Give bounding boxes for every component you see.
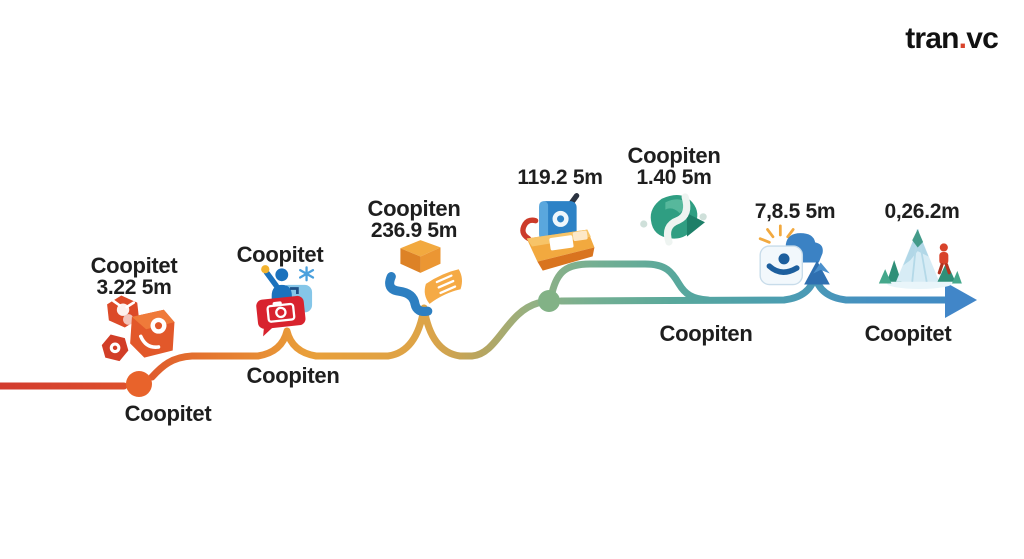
timeline-arrowhead: [945, 282, 977, 318]
ice-mountain-icon: [878, 229, 962, 289]
milestone-5-below-label: Coopiten: [659, 321, 753, 346]
milestone-4-text: 119.2 5m: [517, 167, 602, 189]
timeline-start-dot: [126, 371, 152, 397]
milestone-1-below-label: Coopitet: [124, 401, 212, 426]
milestone-5-title: Coopiten: [627, 143, 721, 168]
toolbox-book-icon: [520, 193, 595, 271]
ribbon-scroll-icon: [385, 240, 462, 316]
timeline-main-line: [148, 299, 542, 381]
milestone-5-text: Coopiten 1.40 5m: [628, 144, 721, 189]
smiley-box-icon: [758, 224, 830, 286]
milestone-6-value: 7,8.5 5m: [754, 200, 836, 223]
milestone-3-value: 236.9 5m: [370, 219, 458, 242]
brand-logo-suffix: vc: [966, 22, 999, 55]
milestone-2-below-label: Coopiten: [246, 363, 340, 388]
timeline-loop: [548, 260, 712, 304]
teal-swirl-icon: [640, 193, 707, 246]
milestone-1-title: Coopitet: [90, 253, 178, 278]
milestone-1-text: Coopitet 3.22 5m: [91, 254, 178, 299]
brand-logo: tran.vc: [905, 22, 999, 56]
milestone-5-value: 1.40 5m: [636, 166, 712, 189]
milestone-7-value: 0,26.2m: [884, 200, 960, 223]
timeline-mid-dot: [538, 290, 560, 312]
milestone-2-text: Coopitet: [237, 243, 324, 266]
brand-logo-dot: .: [958, 22, 967, 55]
milestone-1-value: 3.22 5m: [96, 276, 172, 299]
brand-logo-prefix: tran: [905, 22, 959, 55]
milestone-3-title: Coopiten: [367, 196, 461, 221]
milestone-7-below-label: Coopitet: [864, 321, 952, 346]
person-camera-icon: [256, 265, 315, 337]
milestone-3-text: Coopiten 236.9 5m: [368, 197, 461, 242]
milestone-6-text: 7,8.5 5m: [755, 201, 836, 223]
stacked-cubes-icon: [101, 295, 175, 362]
milestone-4-value: 119.2 5m: [517, 166, 603, 189]
milestone-2-title: Coopitet: [236, 242, 324, 267]
milestone-7-text: 0,26.2m: [885, 201, 960, 223]
